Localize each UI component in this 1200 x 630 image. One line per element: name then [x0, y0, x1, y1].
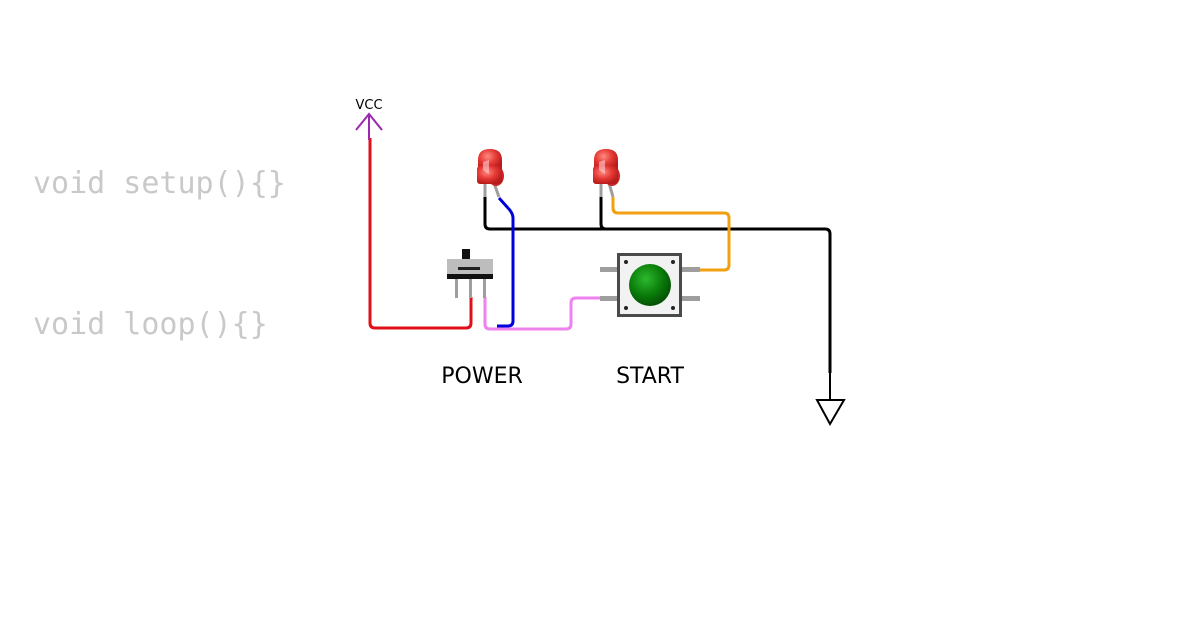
wire-vcc-red[interactable]: [368, 138, 473, 330]
slide-switch-icon[interactable]: [447, 249, 493, 298]
code-line-setup: void setup(){}: [33, 166, 286, 201]
vcc-arrow-icon: [355, 112, 383, 140]
ground-triangle-icon: [815, 372, 846, 427]
power-label: POWER: [441, 364, 523, 389]
vcc-label: VCC: [355, 98, 382, 113]
start-label: START: [616, 364, 684, 389]
wire-ground-black[interactable]: [483, 196, 832, 373]
red-led-icon[interactable]: [593, 149, 620, 198]
wire-led1-blue[interactable]: [497, 196, 515, 328]
green-pushbutton-icon[interactable]: [600, 253, 700, 317]
code-editor: void setup(){} void loop(){}: [33, 66, 286, 395]
wire-switch-pink[interactable]: [483, 296, 602, 331]
wire-led2-orange[interactable]: [611, 197, 731, 272]
red-led-icon[interactable]: [477, 149, 504, 198]
code-line-loop: void loop(){}: [33, 307, 268, 342]
wire-led2-cathode-black[interactable]: [599, 196, 607, 231]
